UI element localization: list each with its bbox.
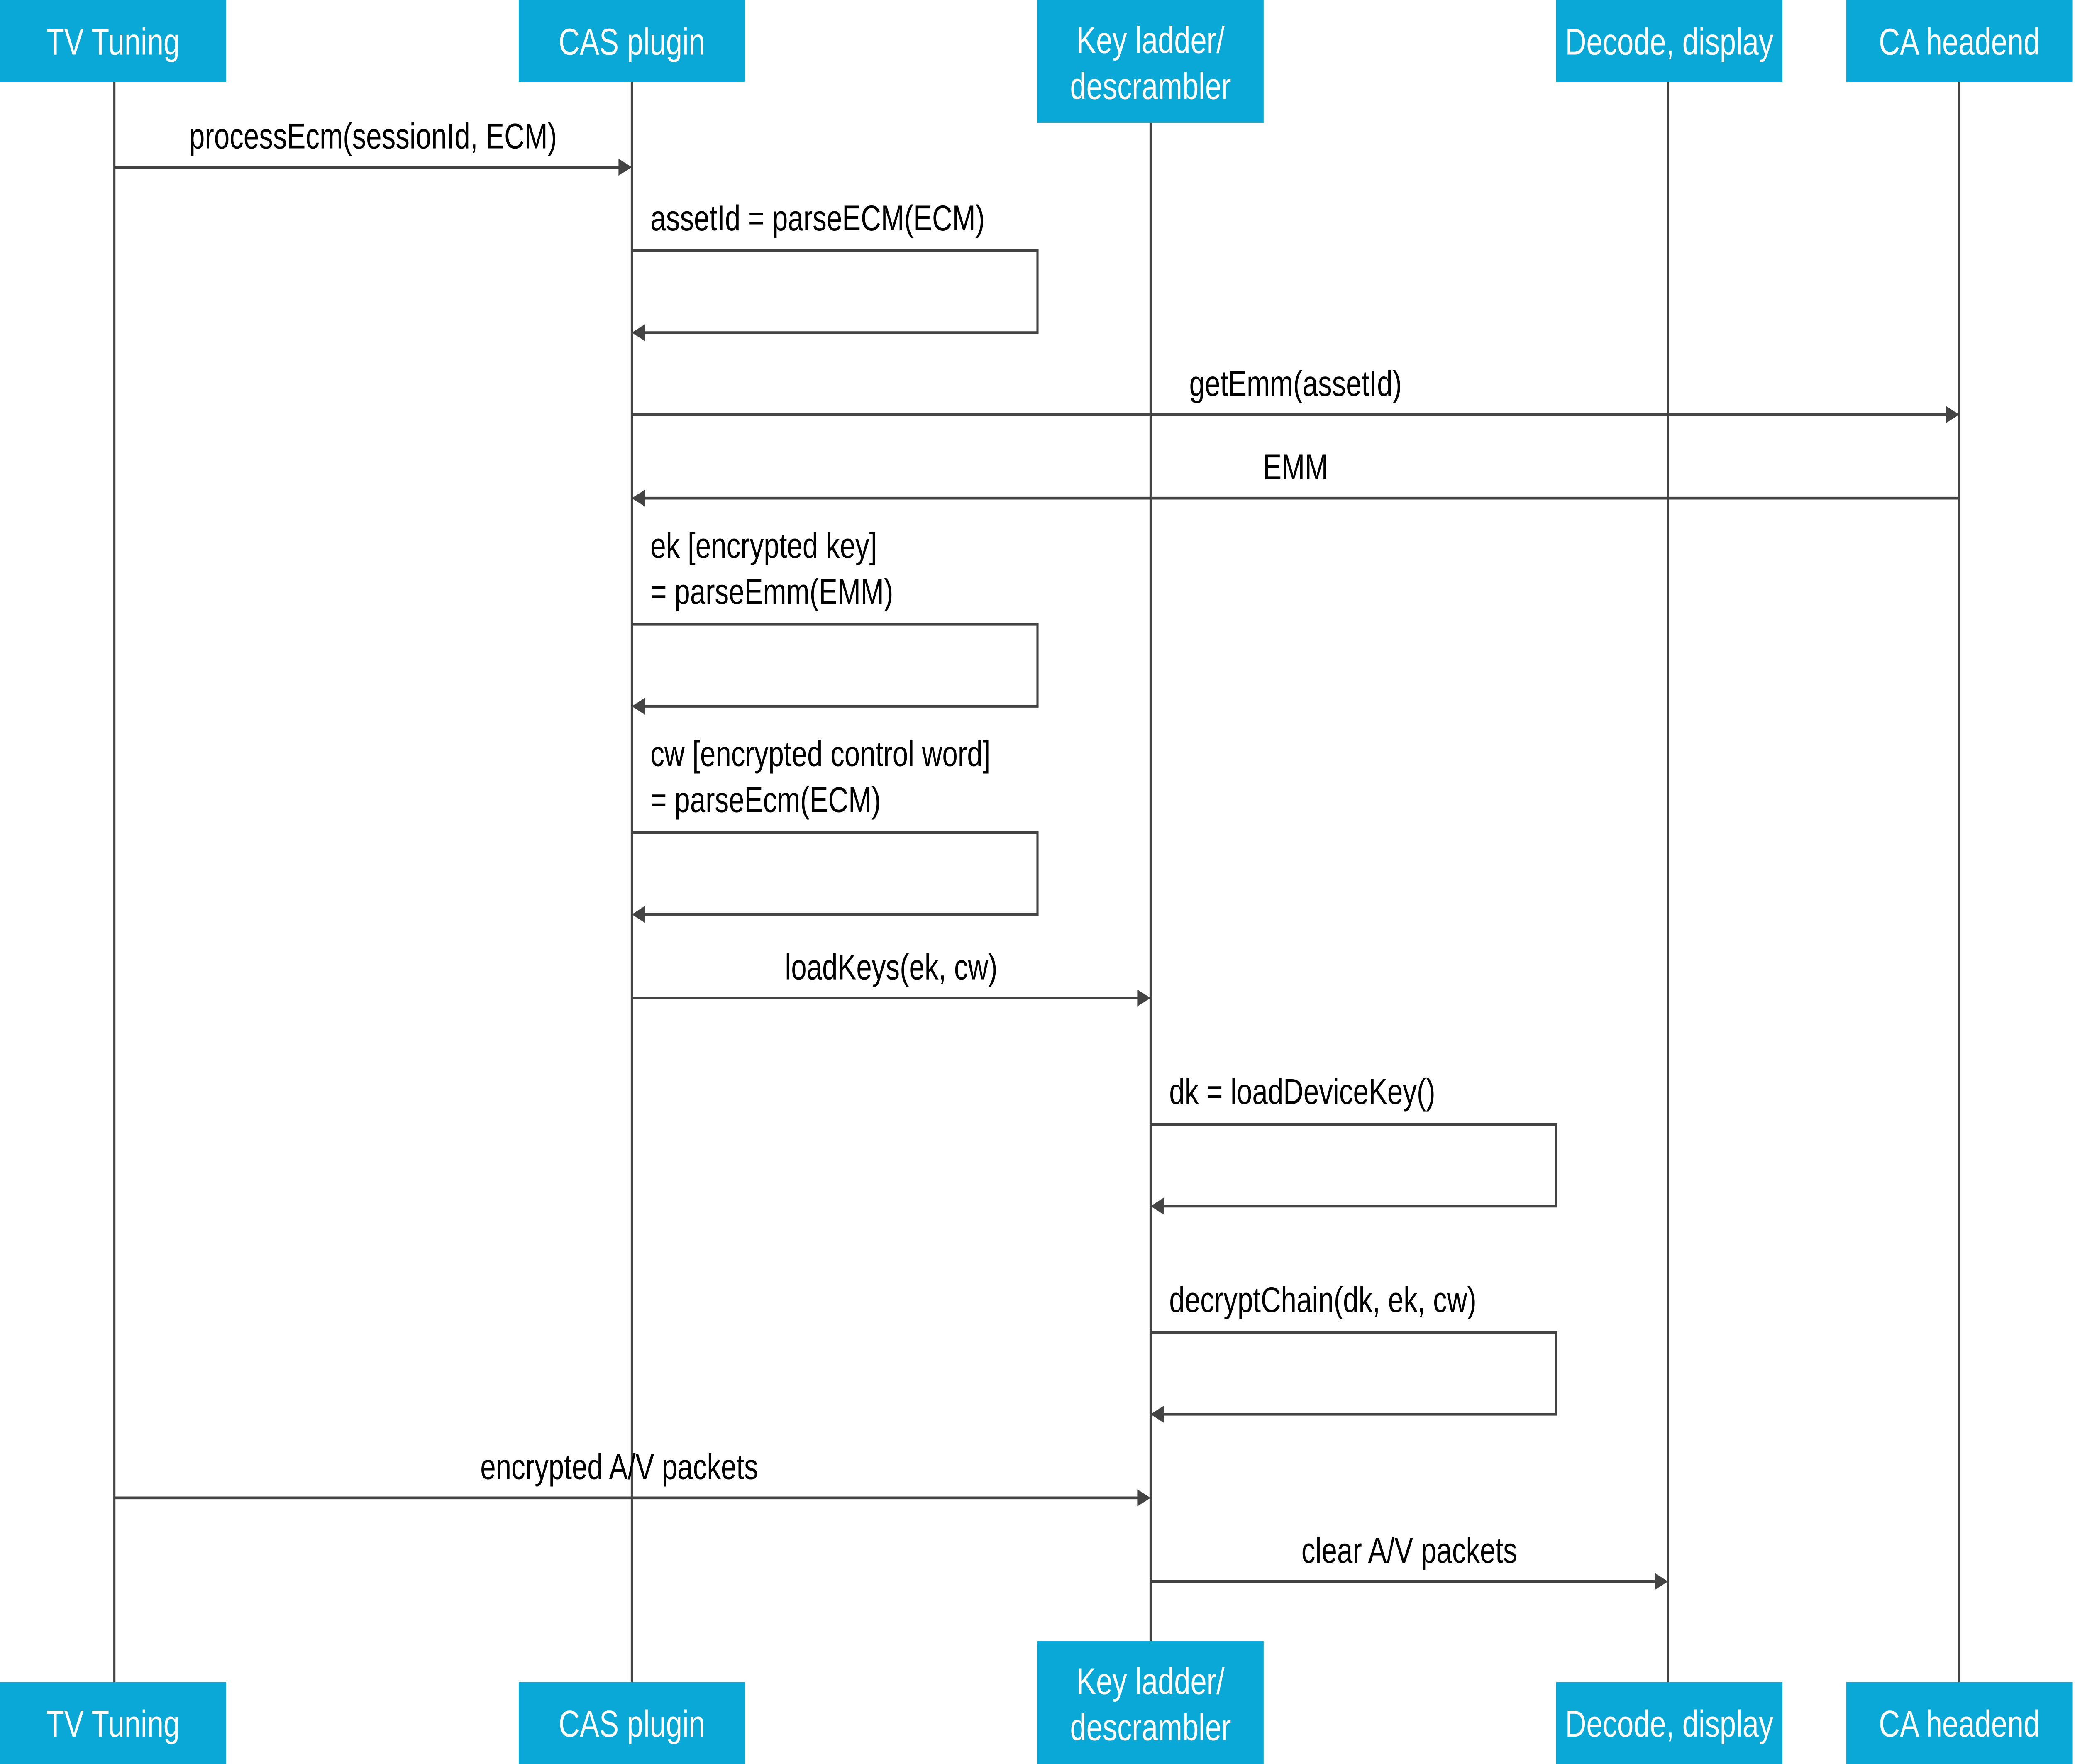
message-10: encrypted A/V packets <box>114 1447 1151 1507</box>
message-8: dk = loadDeviceKey() <box>1150 1072 1557 1215</box>
participant-box <box>1846 1682 2073 1764</box>
participant-cas-bottom: CAS plugin <box>519 1682 745 1764</box>
message-label: = parseEcm(ECM) <box>650 780 881 820</box>
participant-decode-bottom: Decode, display <box>1556 1682 1782 1764</box>
message-label: getEmm(assetId) <box>1189 364 1402 404</box>
arrowhead <box>1137 1489 1151 1507</box>
participant-label: TV Tuning <box>46 21 180 63</box>
message-label: decryptChain(dk, ek, cw) <box>1169 1280 1476 1320</box>
self-call-arrow <box>632 831 1039 916</box>
participant-label: descrambler <box>1070 66 1231 107</box>
arrowhead <box>632 906 645 923</box>
participant-headend-bottom: CA headend <box>1846 1682 2073 1764</box>
message-6: cw [encrypted control word] = parseEcm(EC… <box>632 734 1039 923</box>
arrowhead <box>632 489 645 507</box>
participant-headend-top: CA headend <box>1846 0 2073 82</box>
participant-label: descrambler <box>1070 1707 1231 1748</box>
participant-label: Decode, display <box>1565 1703 1774 1745</box>
participant-box <box>1038 1641 1264 1764</box>
participant-label: TV Tuning <box>46 1703 180 1745</box>
participant-label: CAS plugin <box>559 1703 705 1745</box>
participant-box <box>0 0 226 82</box>
self-call-arrow <box>632 249 1039 334</box>
participant-label: Decode, display <box>1565 21 1774 63</box>
message-label: clear A/V packets <box>1301 1531 1517 1571</box>
self-call-arrow <box>1150 1331 1557 1416</box>
participant-key-top: Key ladder/descrambler <box>1038 0 1264 123</box>
participant-box <box>1846 0 2073 82</box>
participant-label: Key ladder/ <box>1077 20 1225 61</box>
self-call-arrow <box>632 623 1039 708</box>
message-9: decryptChain(dk, ek, cw) <box>1150 1280 1557 1423</box>
participant-label: CA headend <box>1879 21 2040 63</box>
message-5: ek [encrypted key] = parseEmm(EMM) <box>632 526 1039 715</box>
participant-box <box>0 1682 226 1764</box>
self-call-arrow <box>1150 1123 1557 1208</box>
message-label: assetId = parseECM(ECM) <box>650 198 985 238</box>
participant-box <box>519 0 745 82</box>
message-2: assetId = parseECM(ECM) <box>632 198 1039 342</box>
message-label: loadKeys(ek, cw) <box>785 947 997 987</box>
message-4: EMM <box>632 447 1960 507</box>
participant-label: CAS plugin <box>559 21 705 63</box>
arrowhead <box>632 698 645 715</box>
participant-box <box>1556 0 1782 82</box>
participant-box <box>1038 0 1264 123</box>
arrowhead <box>618 159 632 176</box>
message-label: EMM <box>1263 447 1328 487</box>
arrowhead <box>1150 1197 1164 1215</box>
message-label: encrypted A/V packets <box>480 1447 758 1487</box>
message-label: cw [encrypted control word] <box>650 734 990 774</box>
message-label: processEcm(sessionId, ECM) <box>189 117 557 156</box>
arrowhead <box>1655 1573 1668 1590</box>
arrowhead <box>632 324 645 342</box>
participant-cas-top: CAS plugin <box>519 0 745 82</box>
arrowhead <box>1137 989 1151 1007</box>
arrowhead <box>1946 406 1960 423</box>
message-label: = parseEmm(EMM) <box>650 572 893 612</box>
participant-label: CA headend <box>1879 1703 2040 1745</box>
participant-tv-bottom: TV Tuning <box>0 1682 226 1764</box>
message-11: clear A/V packets <box>1150 1531 1668 1590</box>
message-7: loadKeys(ek, cw) <box>632 947 1151 1007</box>
participant-label: Key ladder/ <box>1077 1661 1225 1702</box>
message-label: dk = loadDeviceKey() <box>1169 1072 1435 1112</box>
participant-key-bottom: Key ladder/descrambler <box>1038 1641 1264 1764</box>
arrowhead <box>1150 1405 1164 1423</box>
participant-tv-top: TV Tuning <box>0 0 226 82</box>
participant-box <box>1556 1682 1782 1764</box>
message-label: ek [encrypted key] <box>650 526 877 566</box>
participant-box <box>519 1682 745 1764</box>
message-1: processEcm(sessionId, ECM) <box>114 117 632 176</box>
participant-decode-top: Decode, display <box>1556 0 1782 82</box>
message-3: getEmm(assetId) <box>632 364 1960 423</box>
